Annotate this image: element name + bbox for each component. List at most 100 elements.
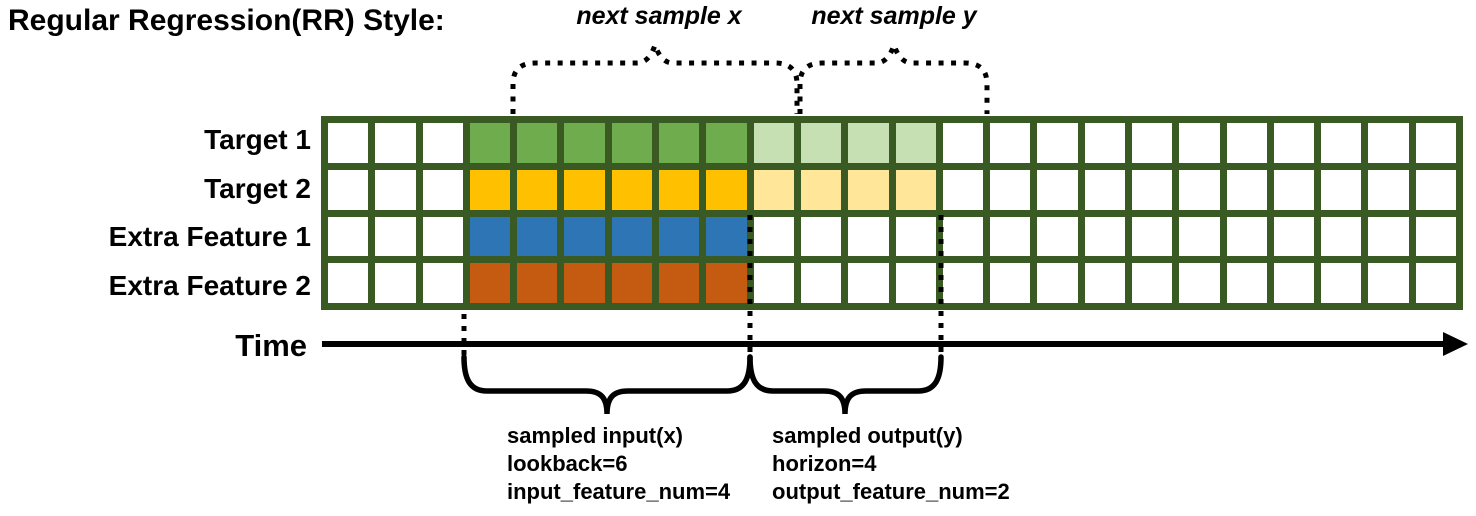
grid-cell bbox=[469, 263, 511, 303]
grid-cell bbox=[706, 123, 747, 163]
horizon-value: horizon=4 bbox=[772, 451, 877, 476]
grid-cell bbox=[1226, 123, 1267, 163]
grid-cell bbox=[895, 216, 936, 257]
grid-cell bbox=[1368, 216, 1409, 257]
grid-cell bbox=[1226, 216, 1267, 257]
row-label-extra-feature-2: Extra Feature 2 bbox=[108, 270, 311, 301]
grid-cell bbox=[942, 169, 984, 210]
grid-cell bbox=[469, 216, 511, 257]
grid-cell bbox=[422, 263, 463, 303]
next-sample-y-label: next sample y bbox=[811, 2, 977, 30]
grid-cell bbox=[659, 169, 700, 210]
grid-cell bbox=[1179, 123, 1220, 163]
grid-cell bbox=[375, 263, 416, 303]
grid-cell bbox=[564, 263, 605, 303]
page-title: Regular Regression(RR) Style: bbox=[8, 4, 445, 37]
grid-cell bbox=[1131, 216, 1173, 257]
grid-cell bbox=[375, 216, 416, 257]
grid-cell bbox=[422, 123, 463, 163]
sampled-input-note: sampled input(x) lookback=6 input_featur… bbox=[507, 422, 730, 506]
grid-cell bbox=[517, 169, 558, 210]
grid-cell bbox=[1131, 169, 1173, 210]
grid-cell bbox=[753, 216, 794, 257]
grid-cell bbox=[611, 216, 653, 257]
grid-cell bbox=[517, 263, 558, 303]
grid-cell bbox=[706, 169, 747, 210]
grid-cell bbox=[1415, 169, 1456, 210]
grid-cell bbox=[1415, 216, 1456, 257]
grid-cell bbox=[848, 216, 889, 257]
grid-cell bbox=[1273, 123, 1315, 163]
time-axis-arrowhead-icon bbox=[1443, 332, 1468, 356]
grid-cell bbox=[895, 169, 936, 210]
row-label-target-1: Target 1 bbox=[204, 124, 311, 155]
output-feature-num-value: output_feature_num=2 bbox=[772, 479, 1010, 504]
grid-cell bbox=[1131, 123, 1173, 163]
grid-cell bbox=[659, 123, 700, 163]
grid-cell bbox=[848, 169, 889, 210]
grid-cell bbox=[375, 169, 416, 210]
grid-cell bbox=[469, 123, 511, 163]
dotted-brace-next-sample-x-icon bbox=[510, 37, 800, 114]
sample-grid bbox=[321, 116, 1463, 310]
grid-cell bbox=[895, 263, 936, 303]
grid-cell bbox=[706, 263, 747, 303]
grid-cell bbox=[1037, 263, 1078, 303]
grid-cell bbox=[800, 216, 842, 257]
grid-cell bbox=[990, 123, 1031, 163]
grid-cell bbox=[1179, 169, 1220, 210]
dotted-brace-next-sample-y-icon bbox=[797, 37, 990, 114]
grid-cell bbox=[800, 263, 842, 303]
grid-cell bbox=[1084, 169, 1125, 210]
grid-cell bbox=[753, 263, 794, 303]
grid-cell bbox=[848, 123, 889, 163]
grid-cell bbox=[1368, 123, 1409, 163]
grid-cell bbox=[1273, 263, 1315, 303]
grid-cell bbox=[1273, 169, 1315, 210]
grid-cell bbox=[328, 263, 369, 303]
grid-cell bbox=[1321, 123, 1362, 163]
grid-cell bbox=[753, 123, 794, 163]
grid-cell bbox=[1273, 216, 1315, 257]
grid-cell bbox=[469, 169, 511, 210]
brace-sampled-output-icon bbox=[747, 354, 944, 415]
grid-cell bbox=[328, 216, 369, 257]
grid-cell bbox=[942, 216, 984, 257]
grid-cell bbox=[1415, 263, 1456, 303]
grid-cell bbox=[1179, 263, 1220, 303]
grid-cell bbox=[517, 123, 558, 163]
grid-cell bbox=[328, 169, 369, 210]
grid-cell bbox=[1084, 123, 1125, 163]
grid-cell bbox=[942, 123, 984, 163]
grid-cell bbox=[1368, 169, 1409, 210]
grid-cell bbox=[1037, 123, 1078, 163]
grid-cell bbox=[422, 216, 463, 257]
grid-cell bbox=[564, 123, 605, 163]
grid-cell bbox=[1368, 263, 1409, 303]
grid-cell bbox=[611, 123, 653, 163]
sampled-output-title: sampled output(y) bbox=[772, 423, 963, 448]
grid-cell bbox=[1415, 123, 1456, 163]
grid-cell bbox=[517, 216, 558, 257]
next-sample-x-label: next sample x bbox=[576, 2, 742, 30]
grid-cell bbox=[1226, 169, 1267, 210]
grid-cell bbox=[1037, 169, 1078, 210]
grid-cell bbox=[800, 169, 842, 210]
sampled-input-title: sampled input(x) bbox=[507, 423, 684, 448]
grid-cell bbox=[800, 123, 842, 163]
grid-cell bbox=[1226, 263, 1267, 303]
row-label-extra-feature-1: Extra Feature 1 bbox=[108, 221, 311, 252]
grid-cell bbox=[659, 263, 700, 303]
grid-cell bbox=[990, 216, 1031, 257]
grid-cell bbox=[1179, 216, 1220, 257]
grid-cell bbox=[422, 169, 463, 210]
grid-cell bbox=[1321, 169, 1362, 210]
grid-cell bbox=[706, 216, 747, 257]
grid-cell bbox=[848, 263, 889, 303]
grid-cell bbox=[1321, 216, 1362, 257]
sampled-output-note: sampled output(y) horizon=4 output_featu… bbox=[772, 422, 1010, 506]
lookback-value: lookback=6 bbox=[507, 451, 628, 476]
brace-sampled-input-icon bbox=[461, 354, 753, 415]
grid-cell bbox=[375, 123, 416, 163]
